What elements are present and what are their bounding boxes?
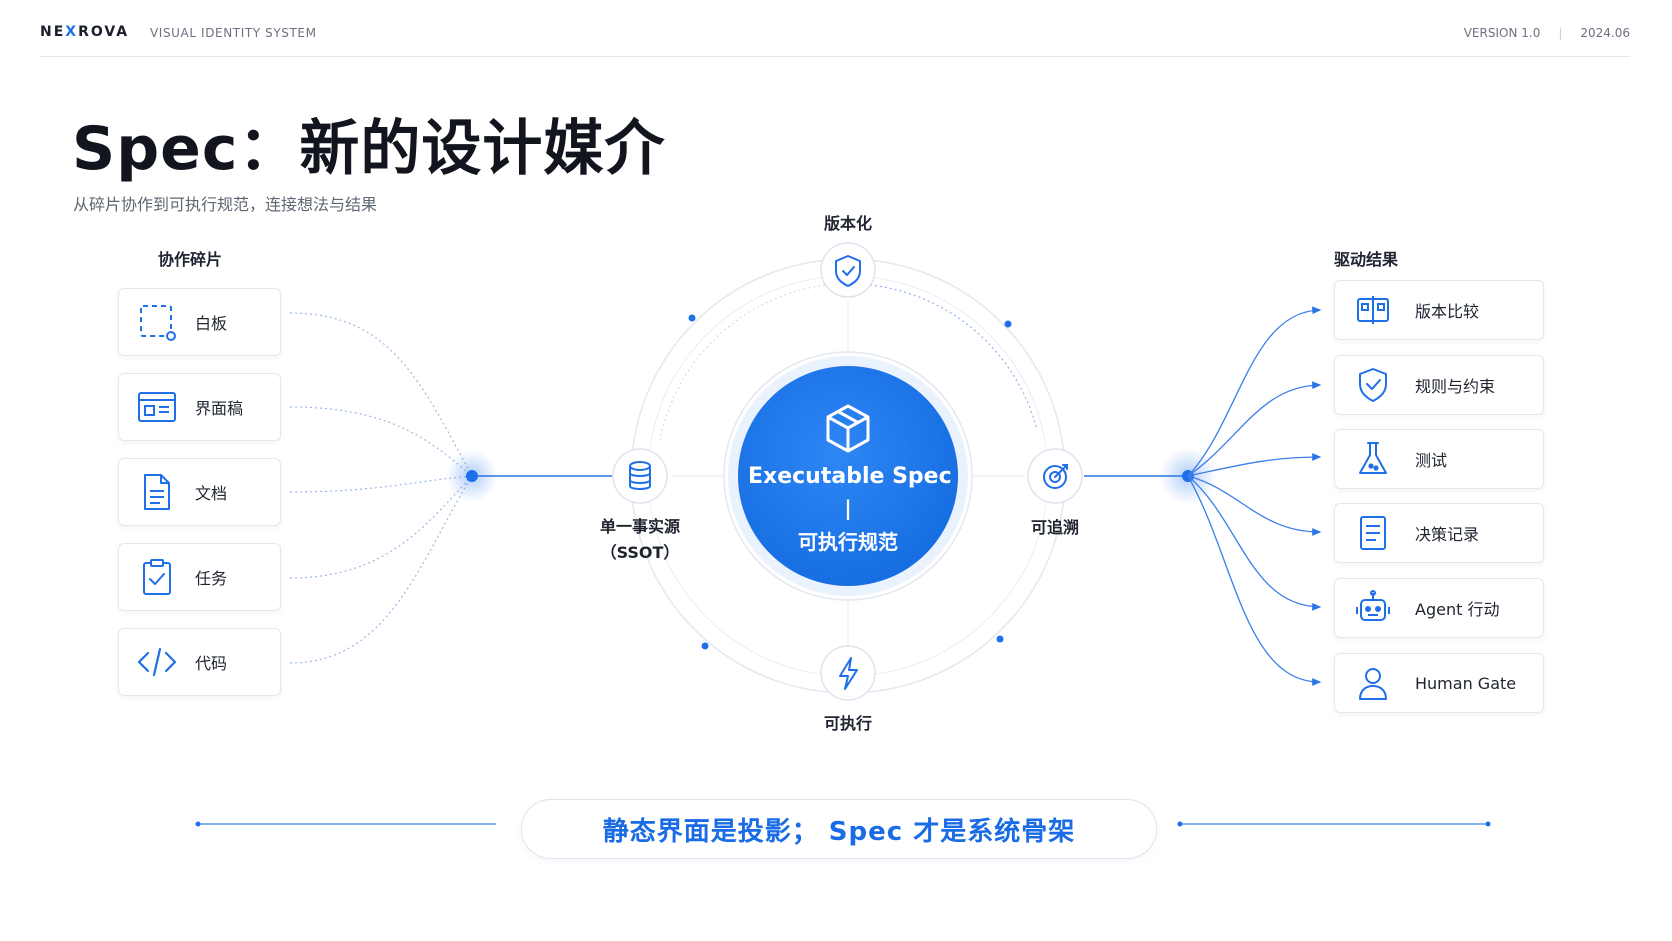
- right-card-label: 规则与约束: [1415, 377, 1496, 396]
- node-left-label-line2: （SSOT）: [600, 543, 680, 562]
- node-top-label: 版本化: [823, 214, 872, 233]
- compare-icon: [1353, 290, 1393, 330]
- right-card-label: Human Gate: [1415, 673, 1517, 693]
- node-bottom-circle: [820, 645, 876, 701]
- orbit-dot: [688, 314, 696, 322]
- left-card-label: 界面稿: [195, 399, 244, 418]
- right-arrow-connectors: [1187, 306, 1322, 686]
- right-card-label: Agent 行动: [1415, 600, 1500, 619]
- dotted-arc-top-left: [659, 284, 826, 441]
- robot-icon: [1353, 588, 1393, 628]
- brand-logo: NEXROVA: [40, 24, 130, 40]
- shield-check-icon: [835, 255, 861, 287]
- center-divider: |: [844, 496, 852, 520]
- center-title-en: Executable Spec: [748, 464, 952, 489]
- lightning-icon: [839, 657, 858, 690]
- left-card-code: 代码: [118, 628, 281, 696]
- left-card-ui-draft: 界面稿: [118, 373, 281, 441]
- node-right-circle: [1027, 448, 1083, 504]
- dotted-arc-top-right: [869, 284, 1038, 431]
- code-icon: [137, 642, 177, 682]
- right-card-label: 版本比较: [1415, 302, 1480, 321]
- left-card-task: 任务: [118, 543, 281, 611]
- task-icon: [137, 557, 177, 597]
- center-circle: [738, 366, 958, 586]
- header-meta: VERSION 1.0 | 2024.06: [1464, 26, 1630, 40]
- orbit-dot: [701, 642, 709, 650]
- ui-draft-icon: [137, 387, 177, 427]
- left-dotted-connectors: [289, 312, 473, 664]
- left-card-label: 文档: [195, 484, 228, 503]
- right-card-compare: 版本比较: [1334, 280, 1544, 340]
- left-card-label: 白板: [195, 314, 228, 333]
- right-card-agent: Agent 行动: [1334, 578, 1544, 638]
- node-left-label-line1: 单一事实源: [599, 517, 680, 536]
- person-icon: [1353, 663, 1393, 703]
- node-left-circle: [612, 448, 668, 504]
- right-card-rules: 规则与约束: [1334, 355, 1544, 415]
- right-card-decision: 决策记录: [1334, 503, 1544, 563]
- orbit-dot: [1004, 320, 1012, 328]
- node-left-label: 单一事实源 （SSOT）: [580, 514, 700, 566]
- bottom-banner: 静态界面是投影； Spec 才是系统骨架: [521, 799, 1157, 859]
- left-card-whiteboard: 白板: [118, 288, 281, 356]
- header-separator: |: [1558, 26, 1563, 40]
- cube-icon: [826, 404, 870, 453]
- left-card-document: 文档: [118, 458, 281, 526]
- header-divider: [40, 56, 1630, 57]
- version-label: VERSION 1.0: [1463, 26, 1541, 40]
- target-icon: [1043, 464, 1068, 489]
- node-bottom-label: 可执行: [823, 714, 872, 733]
- whiteboard-icon: [137, 302, 177, 342]
- right-card-label: 决策记录: [1415, 525, 1480, 544]
- center-title-zh: 可执行规范: [798, 530, 898, 554]
- left-hub-dot: [466, 470, 478, 482]
- right-card-human-gate: Human Gate: [1334, 653, 1544, 713]
- node-right-label: 可追溯: [1030, 518, 1079, 537]
- orbit-dot: [996, 635, 1004, 643]
- right-card-label: 测试: [1415, 451, 1448, 470]
- left-column-title: 协作碎片: [158, 250, 223, 269]
- shield-check-icon: [1353, 365, 1393, 405]
- date-label: 2024.06: [1580, 26, 1630, 40]
- left-card-label: 任务: [195, 569, 228, 588]
- flask-icon: [1353, 439, 1393, 479]
- right-card-test: 测试: [1334, 429, 1544, 489]
- left-card-label: 代码: [195, 654, 228, 673]
- page-subtitle: 从碎片协作到可执行规范，连接想法与结果: [73, 195, 378, 214]
- brand-subtitle: VISUAL IDENTITY SYSTEM: [150, 26, 317, 40]
- document-icon: [137, 472, 177, 512]
- record-icon: [1353, 513, 1393, 553]
- page-title: Spec：新的设计媒介: [72, 114, 666, 184]
- right-column-title: 驱动结果: [1334, 250, 1399, 269]
- node-top-circle: [820, 242, 876, 298]
- database-icon: [629, 461, 651, 490]
